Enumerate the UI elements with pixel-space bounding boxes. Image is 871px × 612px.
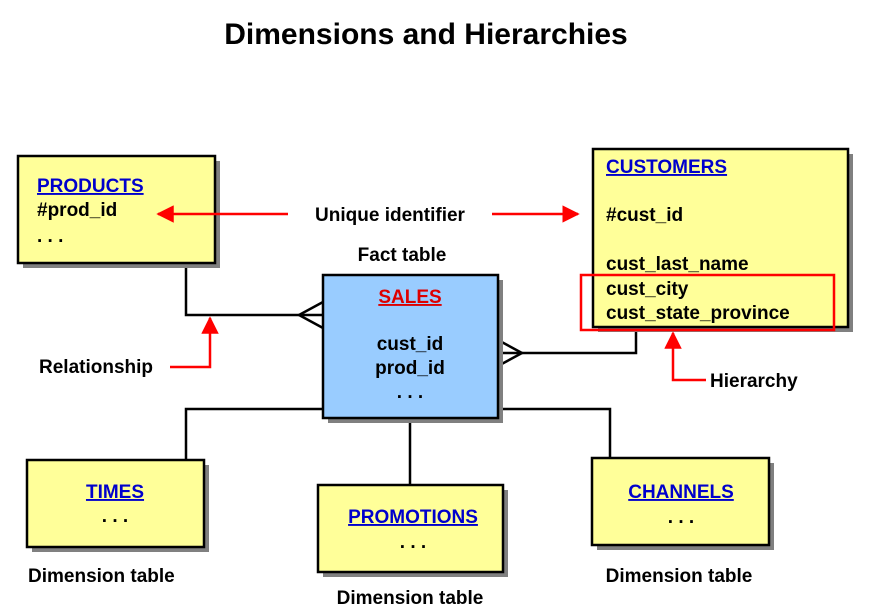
promotions-box	[316, 483, 505, 574]
customers-cust-city: cust_city	[606, 279, 689, 300]
times-name[interactable]: TIMES	[86, 482, 144, 503]
channels-name[interactable]: CHANNELS	[628, 482, 734, 503]
products-sales-line	[184, 263, 323, 317]
sales-entity[interactable]: SALES cust_id prod_id . . .	[321, 273, 503, 423]
promotions-entity[interactable]: PROMOTIONS . . .	[316, 483, 508, 577]
promotions-name[interactable]: PROMOTIONS	[348, 507, 478, 528]
customers-box	[591, 147, 850, 329]
times-sales-line	[184, 407, 323, 460]
products-prod-id: #prod_id	[37, 200, 117, 221]
customers-name[interactable]: CUSTOMERS	[606, 157, 727, 178]
customers-entity[interactable]: CUSTOMERS #cust_id cust_last_name cust_c…	[591, 147, 853, 332]
promotions-more: . . .	[400, 532, 426, 553]
channels-entity[interactable]: CHANNELS . . .	[590, 456, 774, 550]
products-name[interactable]: PRODUCTS	[37, 176, 144, 197]
dimension-table-label-middle: Dimension table	[337, 588, 484, 609]
dimension-table-label-right: Dimension table	[606, 566, 753, 587]
customers-sales-line	[498, 330, 638, 355]
sales-box	[321, 273, 500, 420]
connectors	[184, 263, 638, 485]
customers-sales-crowfoot	[497, 338, 525, 368]
products-entity[interactable]: PRODUCTS #prod_id . . .	[16, 154, 220, 268]
sales-cust-id: cust_id	[377, 334, 444, 355]
hierarchy-arrow	[664, 331, 706, 382]
hierarchy-label: Hierarchy	[710, 371, 798, 392]
relationship-label: Relationship	[39, 357, 153, 378]
products-sales-crowfoot	[296, 300, 324, 330]
annotations: Unique identifier Fact table Relationshi…	[28, 205, 798, 609]
sales-prod-id: prod_id	[375, 358, 445, 379]
dimension-table-label-left: Dimension table	[28, 566, 175, 587]
page-title: Dimensions and Hierarchies	[224, 18, 627, 51]
channels-box	[590, 456, 771, 547]
times-box	[25, 458, 206, 549]
customers-cust-state-province: cust_state_province	[606, 303, 790, 324]
sales-more: . . .	[397, 382, 423, 403]
sales-name[interactable]: SALES	[378, 287, 441, 308]
fact-table-label: Fact table	[358, 245, 447, 266]
unique-identifier-label: Unique identifier	[315, 205, 466, 226]
channels-more: . . .	[668, 507, 694, 528]
times-more: . . .	[102, 506, 128, 527]
products-more: . . .	[37, 226, 63, 247]
times-entity[interactable]: TIMES . . .	[25, 458, 209, 552]
customers-cust-id: #cust_id	[606, 205, 683, 226]
channels-sales-line	[498, 407, 612, 458]
relationship-arrow	[170, 316, 219, 369]
products-box	[16, 154, 217, 265]
hierarchy-highlight	[579, 273, 836, 332]
customers-cust-last-name: cust_last_name	[606, 254, 749, 275]
